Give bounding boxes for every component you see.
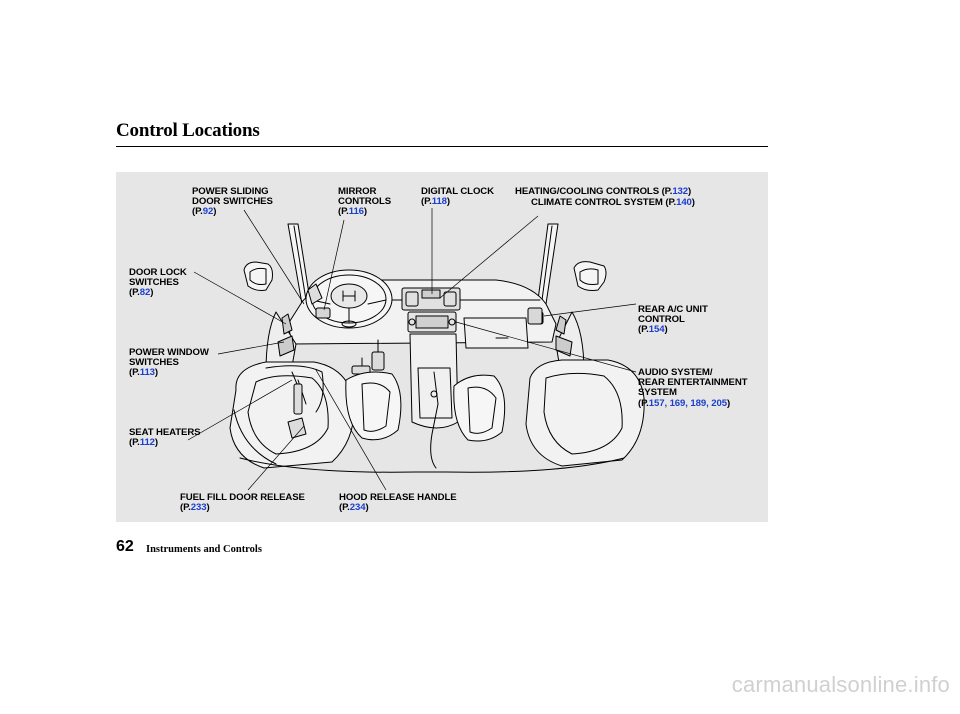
page-number: 62 [116, 538, 134, 555]
label-seat-heaters[interactable]: SEAT HEATERS (P.112) [129, 427, 201, 449]
label-door-lock[interactable]: DOOR LOCK SWITCHES (P.82) [129, 267, 187, 299]
label-mirror-controls[interactable]: MIRROR CONTROLS (P.116) [338, 186, 392, 218]
page-ref-link[interactable]: 82 [139, 287, 151, 299]
label-climate-control[interactable]: CLIMATE CONTROL SYSTEM (P.140) [531, 197, 695, 208]
label-digital-clock[interactable]: DIGITAL CLOCK (P.118) [421, 186, 494, 208]
page-ref-link[interactable]: 132 [672, 186, 689, 197]
page-ref-link[interactable]: 234 [349, 502, 366, 514]
page-ref-link[interactable]: 92 [202, 206, 214, 218]
label-power-sliding-door[interactable]: POWER SLIDING DOOR SWITCHES (P.92) [192, 186, 273, 218]
label-audio-system[interactable]: AUDIO SYSTEM/ REAR ENTERTAINMENT SYSTEM … [638, 367, 748, 409]
diagram-panel: POWER SLIDING DOOR SWITCHES (P.92) MIRRO… [116, 172, 768, 522]
label-hood-release[interactable]: HOOD RELEASE HANDLE (P.234) [339, 492, 457, 514]
page-title: Control Locations [116, 120, 260, 141]
label-power-window[interactable]: POWER WINDOW SWITCHES (P.113) [129, 347, 209, 379]
page-ref-link[interactable]: 140 [676, 197, 692, 208]
page-ref-link[interactable]: 118 [431, 196, 447, 208]
watermark: carmanualsonline.info [731, 672, 950, 697]
label-rear-ac[interactable]: REAR A/C UNIT CONTROL (P.154) [638, 304, 708, 336]
page-ref-link[interactable]: 157, 169, 189, 205 [648, 397, 727, 409]
section-title: Instruments and Controls [146, 544, 262, 555]
label-fuel-fill[interactable]: FUEL FILL DOOR RELEASE (P.233) [180, 492, 305, 514]
title-rule [116, 146, 768, 147]
page-ref-link[interactable]: 112 [139, 437, 155, 449]
page-ref-link[interactable]: 154 [648, 324, 665, 336]
interior-illustration [187, 208, 645, 491]
page-ref-link[interactable]: 113 [139, 367, 155, 379]
page-ref-link[interactable]: 233 [190, 502, 207, 514]
page-ref-link[interactable]: 116 [348, 206, 364, 218]
label-heating-cooling[interactable]: HEATING/COOLING CONTROLS (P.132) [515, 186, 692, 197]
